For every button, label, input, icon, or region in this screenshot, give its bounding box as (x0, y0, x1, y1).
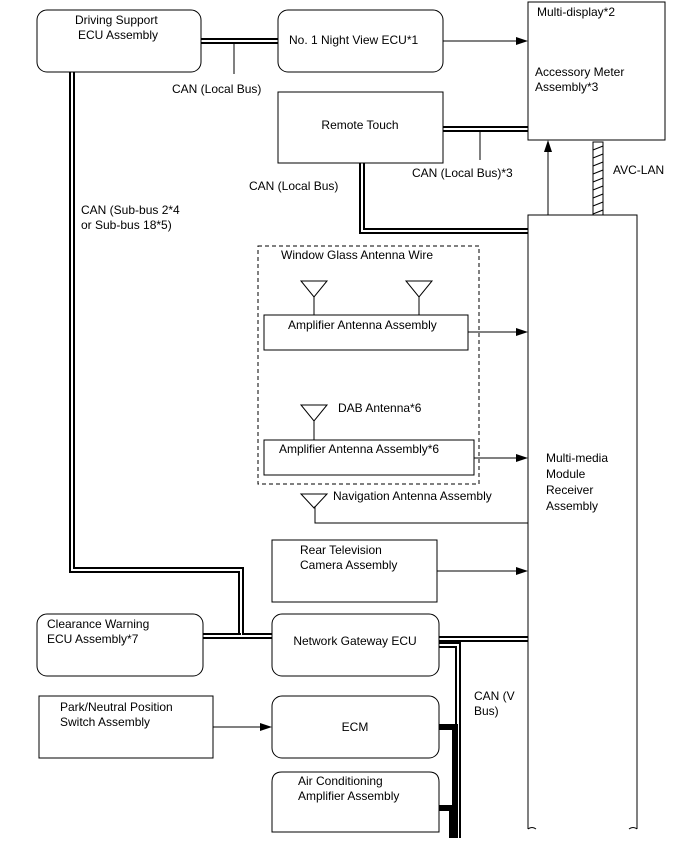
thin-connectors (213, 40, 549, 728)
amplifier-antenna-6-box (263, 439, 475, 476)
can-sub-bus-label: CAN (Sub-bus 2*4 or Sub-bus 18*5) (81, 203, 183, 232)
avc-lan-line (592, 141, 604, 216)
accessory-meter-label: Accessory Meter Assembly*3 (535, 65, 628, 94)
window-glass-antenna-group (257, 245, 480, 485)
avc-lan-label: AVC-LAN (613, 163, 664, 177)
network-gateway-ecu-label: Network Gateway ECU (293, 634, 416, 648)
dab-antenna-label: DAB Antenna*6 (338, 401, 422, 415)
antenna-icon (299, 404, 329, 440)
can-sub-bus-line (69, 68, 272, 639)
multi-display-box (527, 1, 666, 141)
park-neutral-switch-box (38, 695, 214, 759)
navigation-antenna-label: Navigation Antenna Assembly (333, 489, 492, 503)
amplifier-antenna-box (263, 314, 469, 351)
remote-touch-box (277, 91, 444, 164)
can-local-bus-3-label: CAN (Local Bus)*3 (412, 166, 513, 180)
ecm-label: ECM (342, 720, 369, 734)
night-view-ecu-box (277, 9, 444, 73)
clearance-warning-ecu-box (36, 613, 204, 677)
multimedia-receiver-label: Multi-media Module Receiver Assembly (546, 451, 611, 513)
ecm-box (271, 695, 440, 759)
can-v-bus-line (439, 642, 461, 838)
rear-tv-camera-label: Rear Television Camera Assembly (300, 543, 397, 572)
can-local-bus-remote-touch-line (359, 126, 528, 234)
driving-support-ecu-label: Driving Support ECU Assembly (75, 13, 161, 42)
antenna-icon (404, 280, 434, 315)
can-local-bus-label: CAN (Local Bus) (249, 179, 338, 193)
clearance-warning-ecu-label: Clearance Warning ECU Assembly*7 (47, 617, 153, 646)
multimedia-receiver-box (527, 214, 638, 829)
antenna-icon (299, 493, 329, 509)
multi-display-label: Multi-display*2 (537, 5, 615, 19)
rear-tv-camera-box (271, 539, 438, 603)
can-local-bus-label: CAN (Local Bus) (172, 82, 261, 96)
antenna-icon (299, 280, 329, 315)
window-glass-antenna-label: Window Glass Antenna Wire (281, 248, 433, 262)
park-neutral-switch-label: Park/Neutral Position Switch Assembly (60, 700, 176, 729)
air-conditioning-amplifier-label: Air Conditioning Amplifier Assembly (298, 774, 399, 803)
night-view-ecu-label: No. 1 Night View ECU*1 (289, 33, 418, 47)
driving-support-ecu-box (36, 9, 202, 73)
amplifier-antenna-6-label: Amplifier Antenna Assembly*6 (279, 442, 439, 456)
remote-touch-label: Remote Touch (321, 118, 398, 132)
air-conditioning-amplifier-box (271, 771, 440, 833)
amplifier-antenna-label: Amplifier Antenna Assembly (288, 318, 437, 332)
can-v-bus-label: CAN (V Bus) (474, 689, 518, 718)
arrowheads (260, 37, 552, 731)
network-gateway-ecu-box (271, 613, 440, 677)
